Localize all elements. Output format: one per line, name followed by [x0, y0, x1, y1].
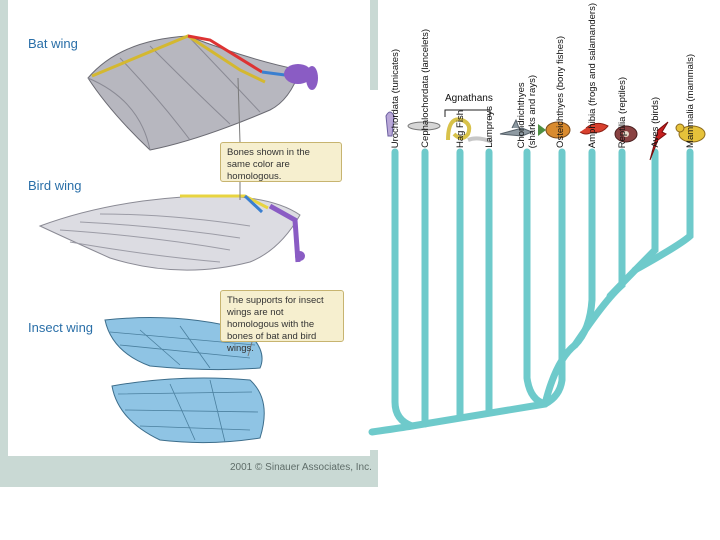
tree-branch: [391, 148, 416, 430]
insect-wing-title: Insect wing: [28, 320, 94, 335]
taxon-label: Reptilia (reptiles): [617, 77, 628, 148]
taxon-label: Mammalia (mammals): [685, 54, 696, 148]
agnatha-bracket: [444, 109, 491, 117]
shark-icon: [499, 118, 534, 137]
salamander-icon: [579, 122, 609, 135]
taxon-label-line: Amphibia (frogs and salamanders): [586, 3, 598, 149]
lancelet-icon: [407, 121, 441, 131]
insect-support-callout: The supports for insect wings are not ho…: [220, 290, 344, 354]
taxon-label-line: Mammalia (mammals): [684, 54, 696, 148]
bird-wing-title: Bird wing: [28, 178, 82, 193]
taxon-label: Aves (birds): [650, 97, 661, 148]
lamprey-icon: [467, 136, 493, 144]
taxon-label-line: Reptilia (reptiles): [616, 77, 628, 149]
taxon-label-line: Aves (birds): [649, 97, 661, 148]
callout-pointer-bat: [237, 77, 241, 143]
taxon-label: Chondrichthyes(sharks and rays): [516, 75, 538, 148]
bony-fish-icon: [538, 121, 571, 139]
taxon-label-line: Cephalochordata (lancelets): [419, 29, 431, 148]
bird-wing-illustration: [38, 194, 305, 271]
taxon-label: Cephalochordata (lancelets): [420, 29, 431, 148]
homology-callout: Bones shown in the same color are homolo…: [220, 142, 342, 182]
taxon-label: Osteichthyes (bony fishes): [555, 36, 566, 148]
taxon-label-line: Urochordata (tunicates): [389, 49, 401, 149]
taxon-label-line: Osteichthyes (bony fishes): [554, 36, 566, 148]
mammal-icon: [675, 123, 706, 143]
tree-branch: [631, 148, 694, 274]
taxon-label: Hag Fish: [455, 110, 466, 148]
agnatha-group-label: Agnathans: [445, 93, 493, 104]
taxon-label: Urochordata (tunicates): [390, 49, 401, 148]
taxon-label-line: Hag Fish: [454, 110, 466, 149]
callout-pointer-insect: [247, 341, 253, 357]
taxon-label-line: (sharks and rays): [527, 75, 538, 149]
bat-wing-illustration: [87, 34, 318, 151]
taxon-label: Amphibia (frogs and salamanders): [587, 3, 598, 148]
taxon-label-line: Chondrichthyes: [516, 82, 527, 149]
tunicate-icon: [385, 111, 395, 137]
copyright-notice: 2001 © Sinauer Associates, Inc.: [230, 462, 372, 473]
taxon-label: Lampreys: [484, 106, 495, 148]
snake-icon: [614, 125, 638, 143]
bird-icon: [649, 121, 669, 161]
hagfish-icon: [446, 117, 472, 141]
bat-wing-title: Bat wing: [28, 36, 78, 51]
taxon-label-line: Lampreys: [483, 106, 495, 148]
